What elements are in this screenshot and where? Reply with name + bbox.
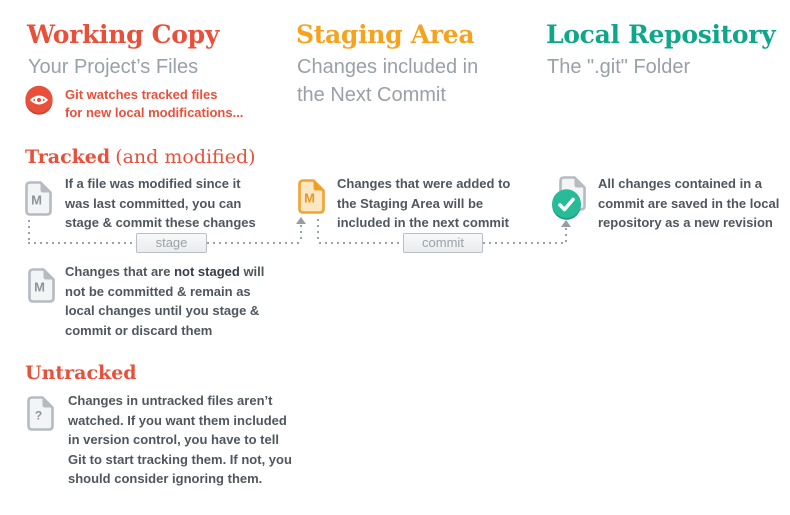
not-staged-badge: M <box>34 280 45 295</box>
not-staged-description: Changes that are not staged will not be … <box>65 264 265 338</box>
flow-line-to-commit <box>319 242 403 244</box>
committed-description: All changes contained in a commit are sa… <box>598 176 780 230</box>
flow-line-to-stage <box>28 242 136 244</box>
working-copy-title: Working Copy <box>27 20 220 49</box>
watch-note-line2: for new local modifications... <box>65 105 244 120</box>
staged-file-icon: M <box>298 179 325 214</box>
untracked-badge: ? <box>35 409 42 423</box>
eye-icon <box>25 85 53 115</box>
staging-area-title: Staging Area <box>296 20 475 49</box>
local-repository-title: Local Repository <box>546 20 776 49</box>
staging-area-subtitle-line1: Changes included in <box>297 56 479 78</box>
modified-file-icon: M <box>25 181 52 216</box>
tracked-title-light: (and modified) <box>115 146 256 168</box>
arrow-up-icon-staging <box>296 217 306 224</box>
staged-description: Changes that were added to the Staging A… <box>337 176 511 230</box>
flow-line-up-staging <box>300 225 302 242</box>
flow-line-stage-to-staging <box>207 242 302 244</box>
local-repository-subtitle: The ".git" Folder <box>547 56 691 78</box>
untracked-description: Changes in untracked files aren’t watche… <box>68 393 292 486</box>
untracked-section-title: Untracked <box>25 362 137 384</box>
tracked-title-bold: Tracked <box>25 146 111 168</box>
untracked-file-icon: ? <box>27 396 54 431</box>
staging-area-subtitle-line2: the Next Commit <box>297 84 446 106</box>
flow-line-down-modified <box>28 220 30 242</box>
flow-line-commit-to-repo <box>483 242 567 244</box>
modified-badge: M <box>31 193 42 208</box>
flow-line-down-staged <box>317 219 319 242</box>
not-staged-file-icon: M <box>28 268 55 303</box>
watch-note-line1: Git watches tracked files <box>65 87 218 102</box>
watch-note: Git watches tracked files for new local … <box>65 86 243 122</box>
staging-area-subtitle: Changes included in the Next Commit <box>297 53 478 109</box>
not-staged-line1: Changes that are not staged will <box>65 264 265 279</box>
modified-description: If a file was modified since it was last… <box>65 176 256 230</box>
commit-button[interactable]: commit <box>403 233 483 253</box>
arrow-up-icon-repo <box>561 220 571 227</box>
flow-line-up-repo <box>565 228 567 242</box>
check-icon <box>552 189 581 220</box>
tracked-section-title: Tracked(and modified) <box>25 146 256 168</box>
working-copy-subtitle: Your Project’s Files <box>28 56 199 78</box>
committed-file-icon <box>550 175 590 221</box>
staged-badge: M <box>304 191 315 206</box>
stage-button[interactable]: stage <box>136 233 207 253</box>
